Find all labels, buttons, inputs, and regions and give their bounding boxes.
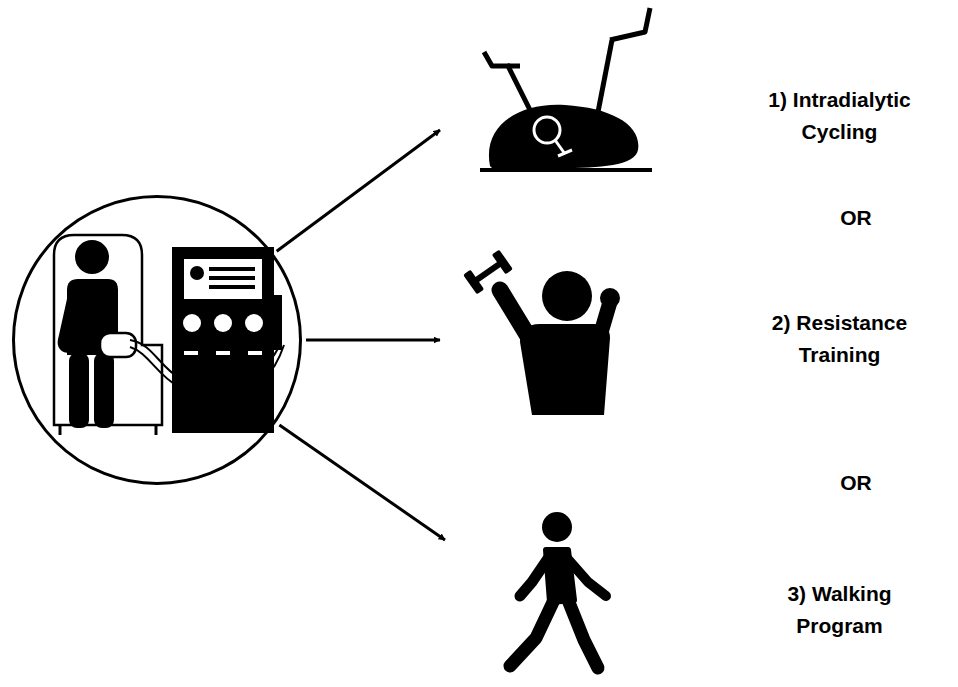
option-label: 2) Resistance Training — [747, 307, 932, 371]
option-node: 2) Resistance Training — [440, 235, 940, 440]
walker-icon — [510, 512, 606, 668]
arrow-connector — [279, 425, 445, 540]
option-node: 3) Walking Program — [445, 495, 940, 680]
option-node: 1) Intradialytic Cycling — [440, 5, 940, 185]
or-label: OR — [840, 469, 872, 497]
dialysis-scene — [54, 235, 284, 435]
bike-icon — [480, 8, 652, 172]
dumbbell-person-icon — [463, 250, 620, 415]
arrow-connector — [306, 339, 440, 342]
option-label: 1) Intradialytic Cycling — [747, 84, 932, 148]
option-label: 3) Walking Program — [747, 578, 932, 642]
or-label: OR — [840, 204, 872, 232]
dialysis-circle — [12, 195, 302, 485]
arrow-connector — [277, 130, 440, 251]
